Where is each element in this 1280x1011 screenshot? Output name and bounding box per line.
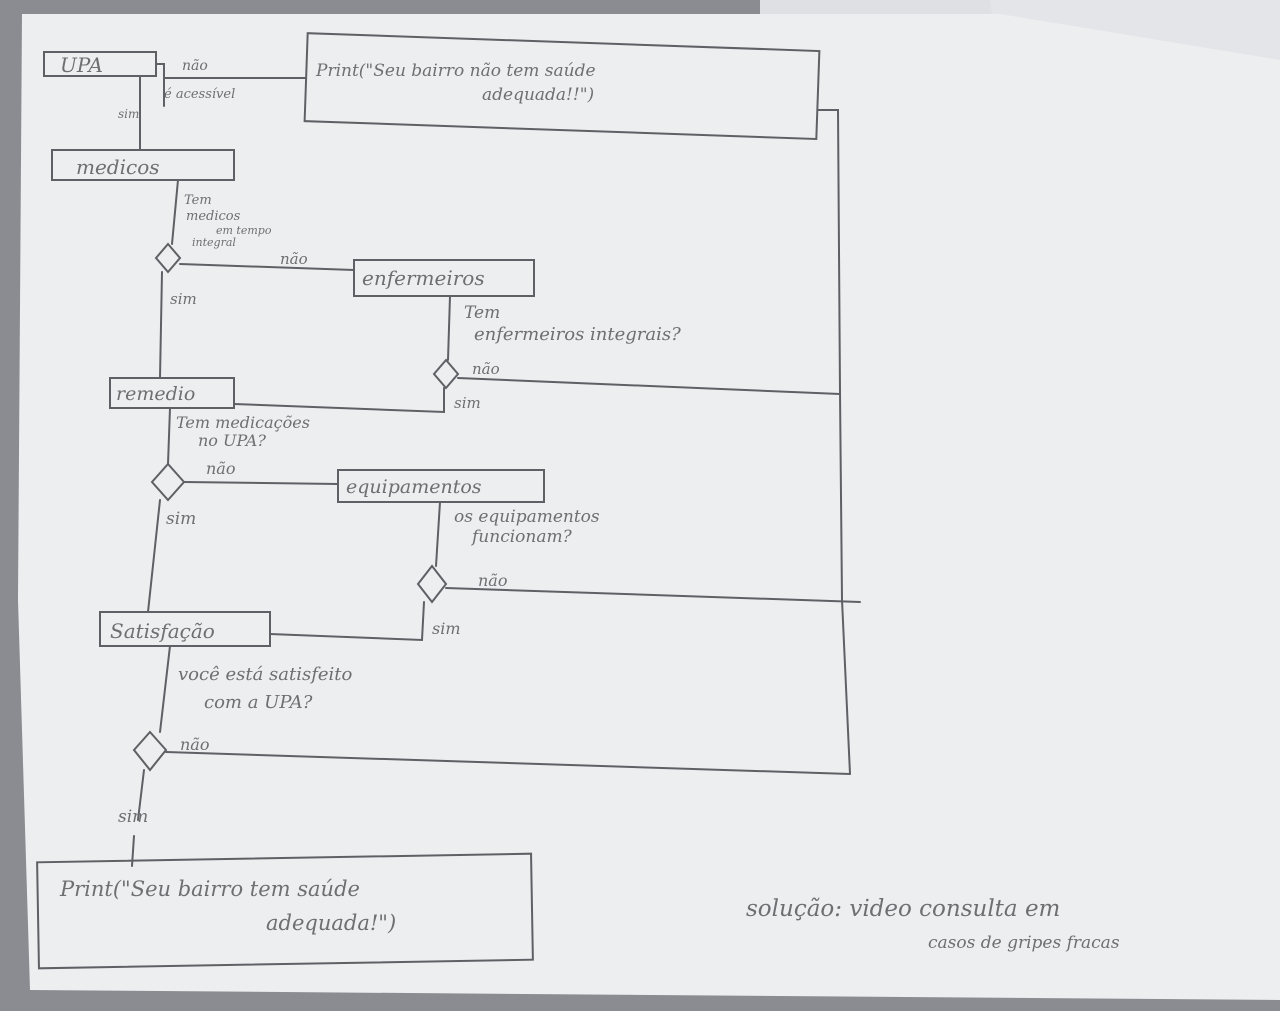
solution-line-2: casos de gripes fracas [928, 933, 1120, 953]
medicos-condition-2: medicos [186, 209, 241, 224]
output-good-line-2: adequada!") [266, 911, 396, 935]
upa-no-label: não [182, 58, 208, 74]
remedio-no-line [183, 481, 339, 485]
satisfacao-yes-line-a [137, 769, 145, 821]
equipamentos-condition-line [435, 501, 441, 567]
enfermeiros-yes-line [233, 387, 445, 414]
satisfacao-condition-1: você está satisfeito [178, 664, 353, 685]
enfermeiros-condition-2: enfermeiros integrais? [474, 324, 681, 345]
enfermeiros-condition-1: Tem [464, 303, 500, 323]
remedio-yes-label: sim [166, 509, 196, 529]
equipamentos-no-label: não [478, 571, 507, 590]
output-bad-line-1: Print("Seu bairro não tem saúde [315, 61, 596, 81]
equipamentos-yes-line [269, 601, 425, 642]
upa-label: UPA [60, 53, 103, 77]
enfermeiros-no-line [457, 377, 841, 395]
remedio-condition-1: Tem medicações [176, 413, 310, 432]
solution-line-1: solução: video consulta em [746, 896, 1060, 922]
remedio-condition-2: no UPA? [198, 431, 266, 450]
enfermeiros-yes-label: sim [454, 394, 481, 412]
equipamentos-decision-diamond [416, 564, 448, 604]
medicos-no-line [179, 263, 355, 271]
enfermeiros-box [353, 259, 535, 297]
medicos-yes-line [159, 271, 163, 379]
equipamentos-yes-label: sim [432, 619, 461, 638]
enfermeiros-label: enfermeiros [362, 266, 485, 290]
upa-stem-line [155, 63, 165, 107]
enfermeiros-condition-line [447, 295, 451, 361]
upa-condition: é acessível [164, 87, 235, 102]
satisfacao-condition-2: com a UPA? [204, 692, 313, 713]
medicos-condition-1: Tem [184, 193, 212, 208]
medicos-condition-line [171, 179, 179, 245]
paper-sheet [18, 14, 1280, 1000]
right-rail-top-line [817, 109, 841, 393]
satisfacao-yes-line-b [131, 835, 135, 867]
medicos-no-label: não [280, 250, 308, 268]
medicos-condition-4: integral [192, 236, 236, 249]
right-rail-bottom-line [839, 391, 851, 775]
medicos-label: medicos [76, 155, 160, 179]
equipamentos-label: equipamentos [346, 476, 482, 498]
enfermeiros-no-label: não [472, 360, 500, 378]
satisfacao-box [99, 611, 271, 647]
satisfacao-no-label: não [180, 735, 209, 754]
medicos-yes-label: sim [170, 290, 197, 308]
remedio-yes-line [147, 499, 161, 613]
equipamentos-condition-2: funcionam? [470, 527, 573, 547]
enfermeiros-decision-diamond [432, 358, 460, 390]
satisfacao-decision-diamond [132, 730, 168, 772]
remedio-decision-diamond [150, 462, 186, 502]
satisfacao-label: Satisfação [110, 619, 215, 643]
remedio-box [109, 377, 235, 409]
medicos-condition-3: em tempo [216, 224, 272, 237]
output-good-box [36, 852, 534, 970]
satisfacao-condition-line [159, 645, 171, 733]
satisfacao-no-line [165, 751, 851, 775]
medicos-decision-diamond [154, 242, 182, 274]
upa-yes-label: sim [118, 107, 139, 121]
remedio-label: remedio [116, 383, 195, 405]
medicos-box [51, 149, 235, 181]
satisfacao-yes-label: sim [118, 807, 148, 827]
equipamentos-no-line [445, 587, 861, 603]
output-bad-line-2: adequada!!") [482, 85, 594, 105]
equipamentos-condition-1: os equipamentos [454, 507, 600, 527]
output-good-line-1: Print("Seu bairro tem saúde [59, 877, 360, 901]
remedio-condition-line [167, 407, 171, 465]
remedio-no-label: não [206, 459, 235, 478]
